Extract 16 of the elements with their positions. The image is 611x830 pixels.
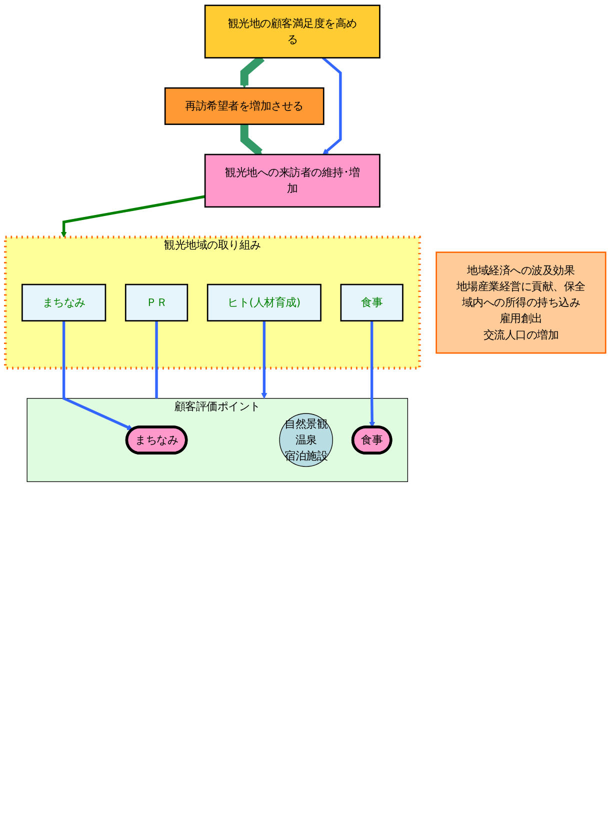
node-box: 地域経済への波及効果 地場産業経営に貢献、保全 域内への所得の持ち込み 雇用創出 交流人口の増加 [436,252,606,354]
arrow [322,56,342,155]
arrow [369,320,376,428]
node-box: 食事 [340,284,404,322]
node-box: 観光地への来訪者の維持･増加 [204,154,380,208]
arrow [240,124,263,156]
node-box: ＰＲ [124,284,188,322]
arrow [62,320,134,430]
node-box: 再訪希望者を増加させる [164,87,324,125]
node-box: ヒト(人材育成) [206,284,322,322]
arrow [60,195,206,238]
node-box: 観光地の顧客満足度を高める [204,4,380,58]
node-circle: 自然景観 温泉 宿泊施設 [279,413,333,467]
arrow [261,320,268,399]
node-box: まちなみ [22,284,106,322]
connector [155,320,158,398]
